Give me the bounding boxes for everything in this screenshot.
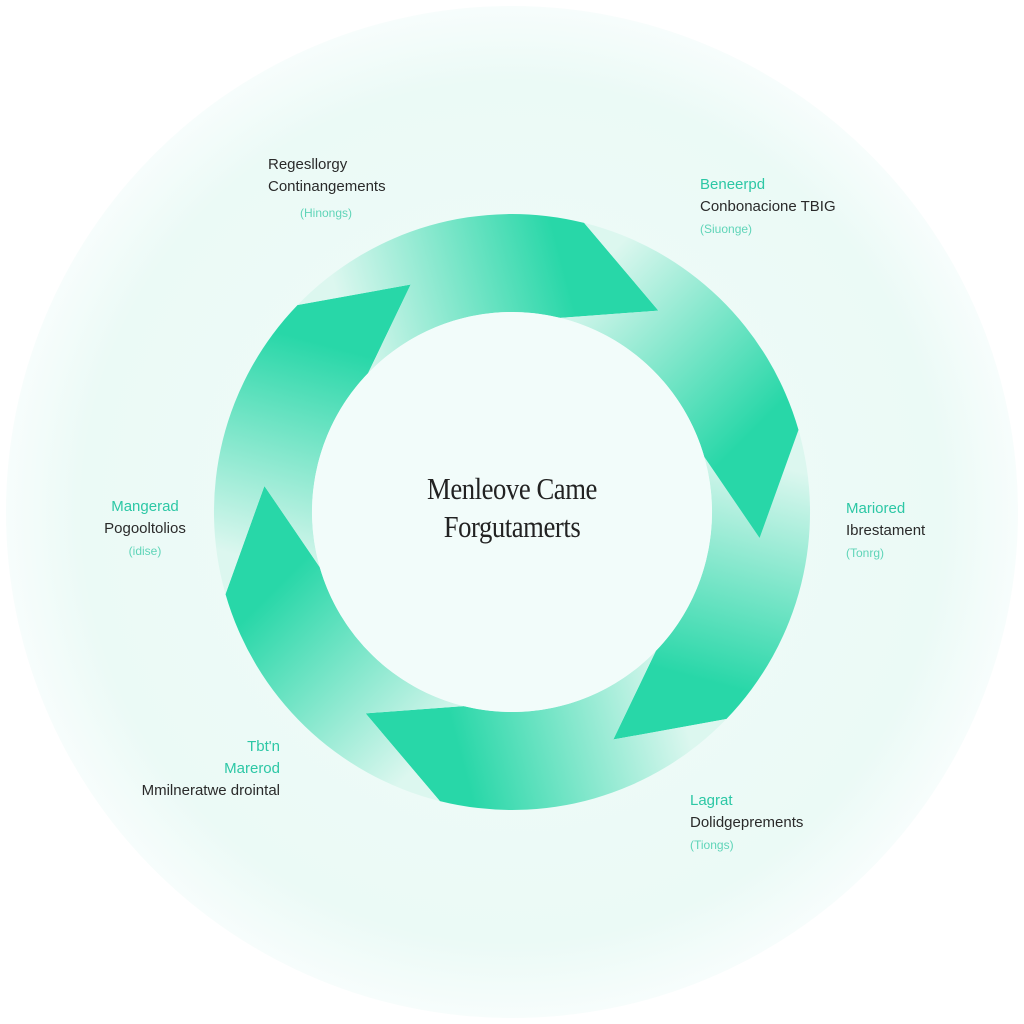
- center-title-line2: Forgutamerts: [443, 509, 581, 544]
- stage-5-subtitle: Marerod: [224, 760, 280, 777]
- stage-2-title: Beneerpd: [700, 176, 766, 193]
- stage-4-title: Lagrat: [690, 792, 733, 809]
- stage-label-1: Regesllorgy Continangements (Hinongs): [268, 154, 386, 224]
- cycle-arrow-segment-1: [613, 429, 811, 740]
- cycle-arrow-segment-6: [560, 222, 799, 538]
- stage-6-title: Mangerad: [111, 498, 179, 515]
- stage-6-note: (idise): [128, 544, 162, 558]
- stage-1-subtitle: Continangements: [268, 178, 386, 195]
- stage-1-note: (Hinongs): [300, 206, 353, 220]
- stage-1-title: Regesllorgy: [268, 156, 348, 173]
- stage-6-subtitle: Pogooltolios: [104, 520, 186, 537]
- stage-3-subtitle: Ibrestament: [846, 522, 926, 539]
- inner-circle: [312, 312, 712, 712]
- stage-5-note: Mmilneratwe drointal: [141, 782, 280, 799]
- center-title-line1: Menleove Came: [427, 471, 597, 506]
- cycle-arrow-segment-4: [213, 284, 411, 595]
- stage-3-title: Mariored: [846, 500, 906, 517]
- stage-2-subtitle: Conbonacione TBIG: [700, 198, 836, 215]
- cycle-arrow-segment-5: [297, 214, 659, 374]
- stage-label-4: Lagrat Dolidgeprements (Tiongs): [690, 790, 803, 856]
- stage-label-6: Mangerad Pogooltolios (idise): [80, 496, 210, 562]
- cycle-arrow-segment-2: [365, 650, 727, 810]
- cycle-arrow-segment-3: [225, 486, 464, 802]
- stage-2-note: (Siuonge): [700, 222, 753, 236]
- stage-label-3: Mariored Ibrestament (Tonrg): [846, 498, 925, 564]
- stage-label-5: Tbt'n Marerod Mmilneratwe drointal: [120, 736, 280, 802]
- stage-3-note: (Tonrg): [846, 546, 885, 560]
- stage-label-2: Beneerpd Conbonacione TBIG (Siuonge): [700, 174, 836, 240]
- stage-4-subtitle: Dolidgeprements: [690, 814, 804, 831]
- center-title: Menleove Came Forgutamerts: [383, 470, 641, 546]
- stage-4-note: (Tiongs): [690, 838, 734, 852]
- stage-5-title: Tbt'n: [247, 738, 280, 755]
